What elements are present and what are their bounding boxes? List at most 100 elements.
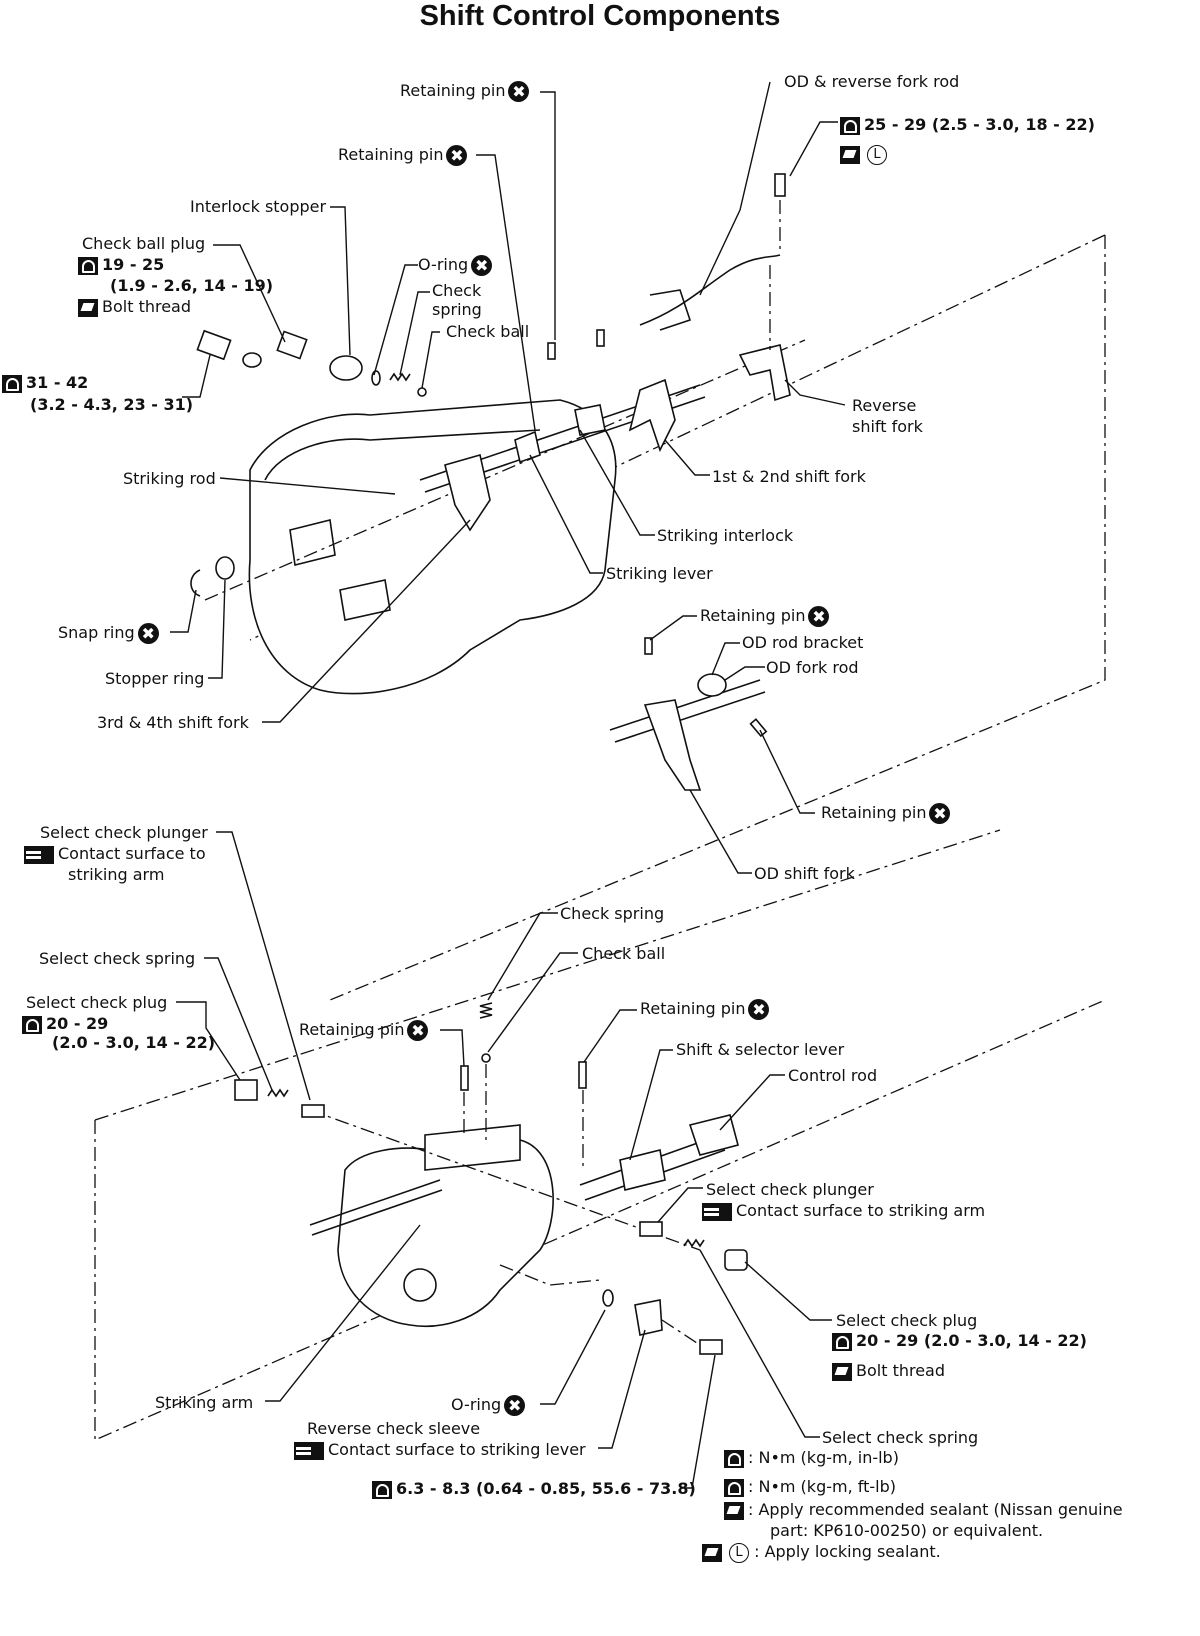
locking-sealant-icon: L [867, 144, 887, 165]
label-od-fork-rod: OD fork rod [766, 658, 859, 677]
torque-value: 31 - 42 [26, 373, 89, 392]
legend-nm-ft-lb: : N•m (kg-m, ft-lb) [724, 1476, 896, 1497]
check-ball-shape [417, 387, 427, 397]
label-text: Retaining pin [400, 81, 506, 100]
locking-sealant-icon: L [729, 1542, 749, 1563]
label-od-rod-bracket: OD rod bracket [742, 633, 864, 652]
label-od-reverse-locking: L [840, 143, 887, 165]
do-not-reuse-icon: ✖ [929, 803, 951, 824]
label-select-check-plug-1-torque: 20 - 29 [22, 1013, 108, 1034]
label-text: Contact surface to striking lever [328, 1440, 586, 1459]
check-ball-shape-bottom [481, 1053, 491, 1063]
reverse-fork-shape [738, 344, 791, 402]
check-ball-plug-shape [276, 330, 308, 360]
label-check-ball-plug: Check ball plug [82, 234, 206, 253]
torque-wrench-icon [832, 1332, 852, 1351]
label-select-check-plunger-1: Select check plunger [40, 823, 208, 842]
od-fork-rod-bottom [614, 691, 766, 743]
torque-wrench-icon [840, 116, 860, 135]
label-o-ring-1: O-ring✖ [418, 254, 493, 276]
label-reverse-check-sleeve: Reverse check sleeve [307, 1419, 481, 1438]
label-reverse-shift-fork: Reverse [852, 396, 917, 415]
select-check-plunger-shape-1 [301, 1104, 325, 1118]
label-text: Snap ring [58, 623, 135, 642]
label-text: Contact surface to striking arm [736, 1201, 986, 1220]
label-retaining-pin-5: Retaining pin✖ [299, 1019, 429, 1041]
torque-value: 20 - 29 [46, 1014, 109, 1033]
first-second-fork-shape [628, 378, 676, 453]
o-ring-axis [499, 1264, 601, 1286]
retaining-pin-shape-6 [578, 1061, 587, 1089]
o-ring-shape-bottom [602, 1289, 614, 1307]
page-title: Shift Control Components [419, 0, 781, 32]
label-select-check-spring-1: Select check spring [39, 949, 196, 968]
label-select-check-plunger-2: Select check plunger [706, 1180, 874, 1199]
legend-text: : Apply locking sealant. [754, 1542, 941, 1561]
bolt-31-42-shape [196, 329, 232, 361]
label-torque-31-42-b: (3.2 - 4.3, 23 - 31) [30, 395, 194, 414]
sealant-icon [832, 1362, 852, 1381]
label-text: Contact surface to [58, 844, 206, 863]
striking-interlock-shape [514, 430, 541, 464]
label-text: Bolt thread [102, 297, 192, 316]
label-contact-striking-arm-2: Contact surface to striking arm [702, 1200, 985, 1221]
label-retaining-pin-2: Retaining pin✖ [338, 144, 468, 166]
label-text: O-ring [451, 1395, 502, 1414]
check-spring-shape-bottom [479, 1002, 493, 1019]
od-reverse-rod-end [649, 289, 692, 331]
label-contact-striking-lever: Contact surface to striking lever [294, 1439, 586, 1460]
label-text: Bolt thread [856, 1361, 946, 1380]
label-snap-ring: Snap ring✖ [58, 622, 159, 644]
torque-value: 25 - 29 (2.5 - 3.0, 18 - 22) [864, 115, 1095, 134]
stopper-ring-shape [215, 556, 235, 580]
label-shift-selector-lever: Shift & selector lever [676, 1040, 845, 1059]
label-select-check-plug-2: Select check plug [836, 1311, 978, 1330]
label-reverse-shift-fork-b: shift fork [852, 417, 923, 436]
retaining-pin-shape-3 [644, 637, 653, 655]
case-flange-line [264, 429, 541, 481]
select-check-plug-shape-1 [234, 1079, 258, 1101]
label-bolt-thread-1: Bolt thread [78, 296, 191, 317]
do-not-reuse-icon: ✖ [748, 999, 770, 1020]
sleeve-bolt-axis [661, 1319, 701, 1346]
label-interlock-stopper: Interlock stopper [190, 197, 327, 216]
label-od-reverse-torque: 25 - 29 (2.5 - 3.0, 18 - 22) [840, 114, 1095, 135]
leader-lines [170, 81, 846, 1489]
transmission-case-top [248, 399, 617, 695]
label-check-ball-bottom: Check ball [582, 944, 666, 963]
legend-sealant-b: part: KP610-00250) or equivalent. [770, 1521, 1044, 1540]
bottom-bolt-shape [699, 1339, 723, 1355]
striking-arm-shape-b [311, 1189, 443, 1236]
torque-wrench-icon [22, 1015, 42, 1034]
label-od-shift-fork: OD shift fork [754, 864, 855, 883]
retaining-pin-shape-2 [596, 329, 605, 347]
do-not-reuse-icon: ✖ [508, 81, 530, 102]
od-reverse-fork-rod-shape [639, 254, 781, 326]
torque-wrench-icon [724, 1449, 744, 1468]
torque-value: 20 - 29 (2.0 - 3.0, 14 - 22) [856, 1331, 1087, 1350]
label-o-ring-2: O-ring✖ [451, 1394, 526, 1416]
label-contact-striking-arm-1b: striking arm [68, 865, 165, 884]
select-check-plug-shape-2 [724, 1249, 748, 1271]
label-retaining-pin-6: Retaining pin✖ [640, 998, 770, 1020]
select-check-axis [309, 1109, 701, 1251]
retaining-pin-shape-4 [749, 718, 768, 738]
label-stopper-ring: Stopper ring [105, 669, 205, 688]
washer-shape [242, 352, 262, 368]
o-ring-shape [371, 370, 381, 386]
do-not-reuse-icon: ✖ [407, 1020, 429, 1041]
label-text: O-ring [418, 255, 469, 274]
striking-arm-shape-a [309, 1179, 441, 1226]
torque-wrench-icon [78, 256, 98, 275]
label-striking-lever: Striking lever [606, 564, 713, 583]
select-check-spring-shape-2 [683, 1238, 705, 1248]
torque-value: 19 - 25 [102, 255, 165, 274]
od-rod-bracket-shape [697, 673, 727, 697]
select-check-plunger-shape-2 [639, 1221, 663, 1237]
label-text: Retaining pin [821, 803, 927, 822]
label-select-check-plug-2-torque: 20 - 29 (2.0 - 3.0, 14 - 22) [832, 1330, 1087, 1351]
label-check-spring-top: Check [432, 281, 482, 300]
torque-wrench-icon [2, 374, 22, 393]
control-rod-end [688, 1114, 739, 1156]
